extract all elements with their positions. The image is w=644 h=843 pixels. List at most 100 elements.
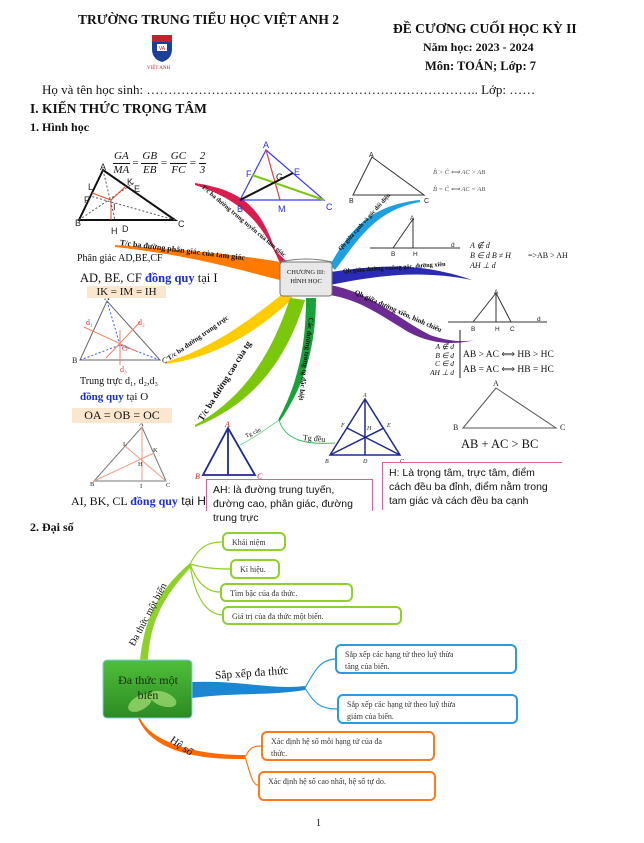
bisector-equality: IK = IM = IH	[87, 286, 166, 298]
section-heading: I. KIẾN THỨC TRỌNG TÂM	[30, 101, 207, 116]
svg-text:L: L	[88, 182, 93, 192]
equilateral-triangle-figure	[328, 397, 402, 456]
equilateral-note: H: Là trọng tâm, trực tâm, điểm cách đều…	[382, 462, 562, 510]
triangle-inequality-figure	[461, 387, 558, 429]
isosceles-note: AH: là đường trung tuyến, đường cao, phâ…	[206, 479, 373, 524]
branch-altitude	[195, 298, 305, 427]
svg-text:B: B	[90, 481, 95, 488]
triangle-inequality: AB + AC > BC	[461, 437, 539, 451]
school-name: TRƯỜNG TRUNG TIỂU HỌC VIỆT ANH 2	[78, 12, 340, 27]
poly-item-value: Giá trị của đa thức một biến.	[222, 606, 402, 625]
leaf-icon	[128, 690, 177, 712]
median-triangle-figure	[239, 149, 326, 201]
branch-bisector	[115, 245, 280, 280]
svg-text:F: F	[340, 423, 345, 429]
geometry-center-node: CHƯƠNG III: HÌNH HỌC	[286, 269, 326, 285]
sort-item-ascending: Sắp xếp các hạng tử theo luỹ thừa tăng c…	[335, 644, 517, 674]
branch-isosceles	[239, 419, 280, 446]
svg-text:d₂: d₂	[138, 318, 145, 327]
svg-text:VA: VA	[159, 46, 166, 52]
center-book-icon	[279, 258, 333, 297]
poly-item-degree: Tìm bậc của đa thức.	[220, 583, 353, 602]
svg-text:C: C	[424, 198, 429, 205]
svg-text:B: B	[391, 251, 395, 258]
coef-item-leading-constant: Xác định hệ số cao nhất, hệ số tự do.	[258, 771, 436, 801]
svg-text:F: F	[246, 169, 252, 179]
projection-figure	[448, 292, 547, 323]
side-angle-rule-1: B̂ > Ĉ ⟺ AC > AB	[433, 169, 486, 176]
svg-text:d: d	[537, 316, 541, 323]
svg-text:I: I	[140, 483, 142, 490]
svg-text:D: D	[362, 459, 368, 465]
svg-text:A: A	[494, 289, 499, 296]
logo-text: VIỆT ANH	[147, 66, 171, 71]
svg-text:C: C	[166, 482, 170, 489]
svg-text:A: A	[493, 379, 499, 388]
branch-special	[278, 298, 316, 421]
svg-text:I: I	[113, 202, 116, 212]
side-angle-rule-2: B̂ = Ĉ ⟺ AC = AB	[433, 186, 486, 193]
altitude-triangle-figure	[92, 426, 167, 482]
svg-text:C: C	[510, 326, 515, 333]
projection-rule-2: AB = AC ⟺ HB = HC	[463, 365, 554, 375]
perp-note-2: đồng quy tại O	[80, 391, 149, 403]
svg-text:C: C	[178, 219, 185, 229]
svg-text:B: B	[349, 198, 354, 205]
perp-result: =>AB > AH	[528, 251, 568, 260]
svg-text:B: B	[195, 472, 200, 481]
branch-projection	[330, 285, 475, 343]
svg-text:B: B	[471, 326, 475, 333]
coef-item-each-term: Xác định hệ số mỗi hạng tử của đa thức.	[261, 731, 435, 761]
altitude-note: AI, BK, CL đồng quy tại H	[71, 494, 206, 508]
projection-rule-1: AB > AC ⟺ HB > HC	[463, 350, 554, 360]
algebra-center-node: Đa thức một biến	[118, 673, 178, 702]
svg-text:A: A	[263, 140, 269, 150]
subject-class: Môn: TOÁN; Lớp: 7	[425, 59, 536, 73]
svg-text:H: H	[366, 426, 372, 432]
svg-text:B: B	[325, 459, 329, 465]
branch-perp-oblique	[330, 266, 472, 285]
svg-text:d₃: d₃	[120, 365, 127, 374]
svg-text:K: K	[153, 447, 158, 454]
svg-text:C: C	[326, 202, 333, 212]
poly-item-notation: Kí hiệu.	[230, 559, 280, 579]
svg-text:K: K	[127, 177, 133, 187]
perp-bisector-triangle-figure	[79, 300, 162, 365]
perp-note-1: Trung trực d₁, d₂,d₃	[80, 376, 159, 387]
svg-text:B: B	[237, 204, 243, 214]
svg-text:B: B	[72, 356, 77, 365]
svg-text:C: C	[560, 423, 565, 432]
svg-text:O: O	[122, 344, 128, 353]
bisector-triangle-figure	[77, 168, 179, 221]
svg-text:d₁: d₁	[86, 318, 93, 327]
perp-oblique-figure	[370, 218, 460, 249]
svg-text:F: F	[84, 195, 90, 205]
branch-equilateral	[278, 419, 336, 444]
svg-text:B: B	[75, 218, 81, 228]
school-logo: VA	[150, 33, 174, 63]
svg-text:H: H	[111, 226, 118, 236]
svg-text:C: C	[257, 472, 263, 481]
branch-coef	[138, 718, 245, 760]
bisector-note-1: Phân giác AD,BE,CF	[77, 253, 163, 264]
svg-text:A: A	[362, 393, 367, 399]
svg-text:C: C	[162, 356, 167, 365]
svg-text:B: B	[453, 423, 458, 432]
branch-side-angle	[330, 200, 420, 270]
svg-text:d: d	[451, 242, 455, 249]
perp-equality: OA = OB = OC	[72, 408, 172, 423]
svg-text:E: E	[386, 423, 391, 429]
svg-text:E: E	[294, 167, 300, 177]
sort-item-descending: Sắp xếp các hạng tử theo luỹ thừa giảm c…	[337, 694, 518, 724]
branch-poly	[140, 563, 192, 660]
svg-text:D: D	[122, 224, 129, 234]
algebra-heading: 2. Đại số	[30, 520, 74, 534]
svg-text:A: A	[369, 152, 374, 159]
svg-text:E: E	[134, 184, 140, 194]
svg-text:A: A	[139, 421, 144, 428]
student-name-field[interactable]: Họ và tên học sinh: ………………………………………………………	[42, 82, 536, 97]
svg-text:A: A	[410, 215, 415, 222]
